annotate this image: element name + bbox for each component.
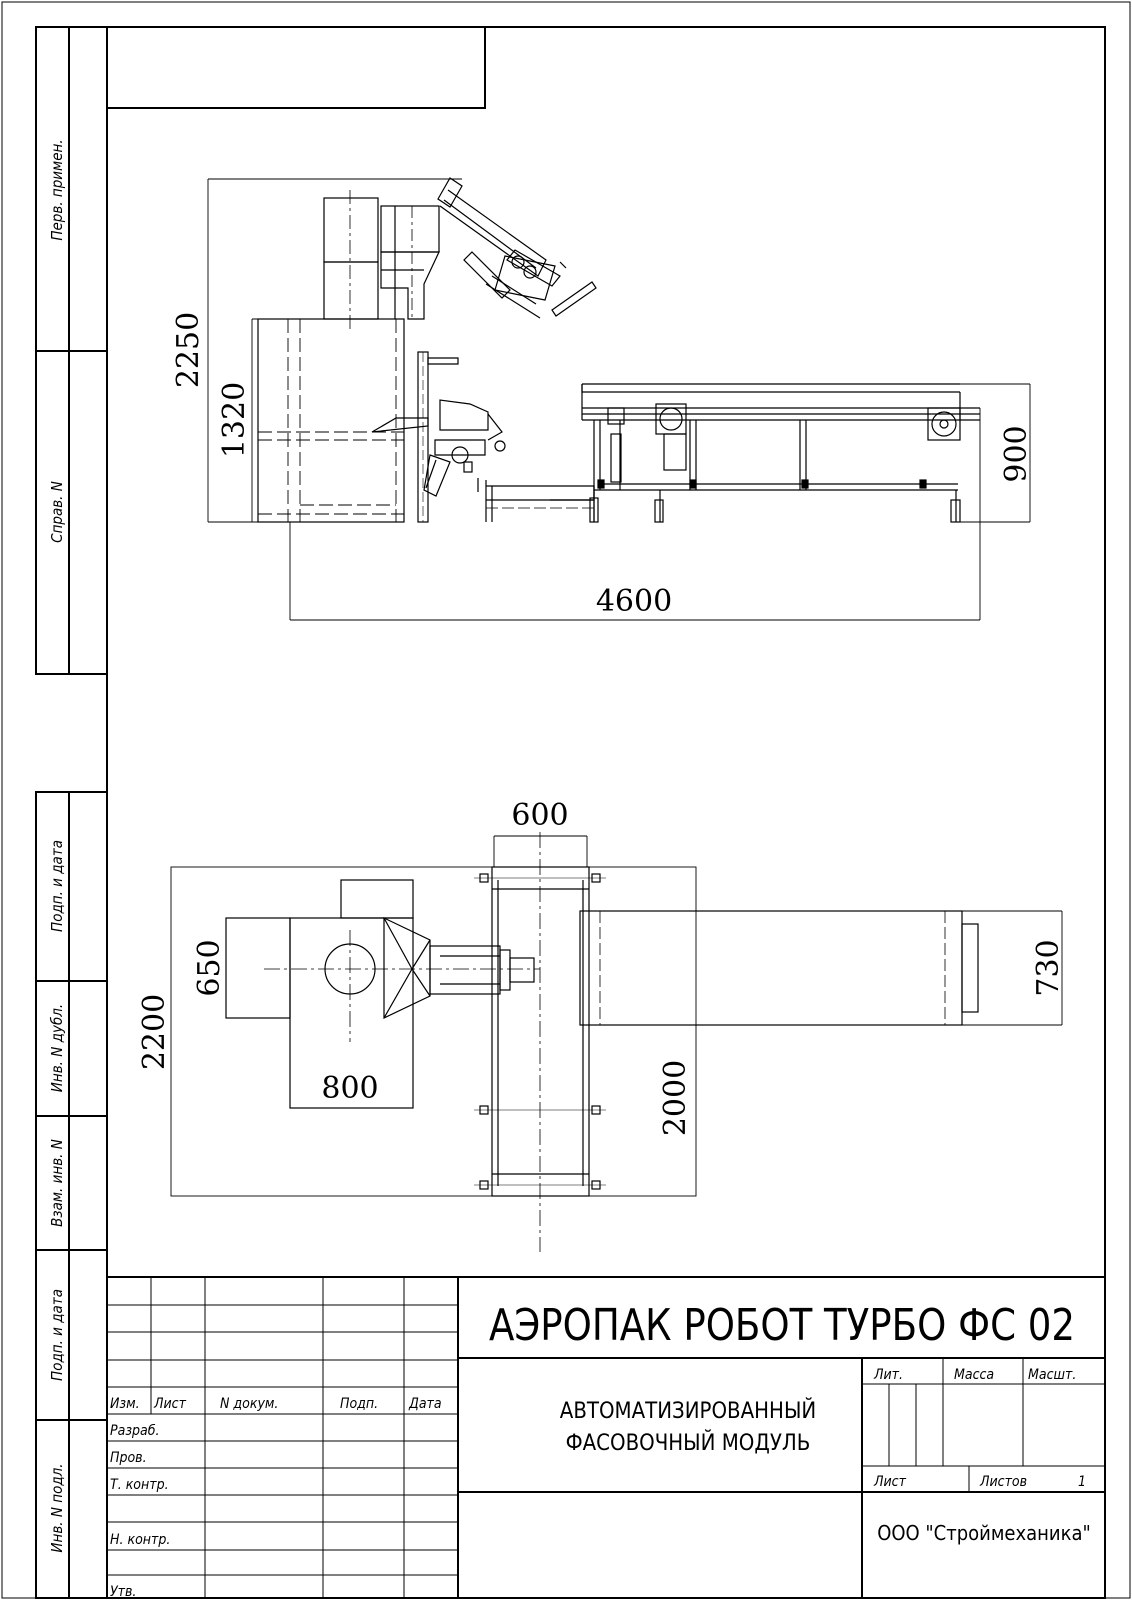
company-name: ООО "Строймеханика" bbox=[877, 1521, 1091, 1545]
label-massa: Масса bbox=[954, 1367, 994, 1383]
main-cabinet bbox=[257, 318, 405, 523]
product-name-line1: АВТОМАТИЗИРОВАННЫЙ bbox=[560, 1398, 816, 1424]
header-data: Дата bbox=[408, 1396, 442, 1412]
side-strip bbox=[35, 26, 108, 1599]
dim-2250: 2250 bbox=[171, 312, 206, 388]
header-n-dokum: N докум. bbox=[220, 1396, 278, 1412]
product-name-line2: ФАСОВОЧНЫЙ МОДУЛЬ bbox=[566, 1430, 811, 1456]
dim-1320: 1320 bbox=[217, 382, 252, 458]
dosing-station-plan bbox=[225, 879, 540, 1109]
belt-conveyor-side bbox=[581, 383, 980, 523]
header-list: Лист bbox=[153, 1396, 187, 1412]
title-block bbox=[107, 1276, 1105, 1598]
inclined-feeder bbox=[437, 177, 597, 319]
transverse-conveyor-plan bbox=[474, 832, 606, 1252]
label-masht: Масшт. bbox=[1028, 1367, 1076, 1383]
row-t-kontr: Т. контр. bbox=[110, 1477, 169, 1493]
dim-730: 730 bbox=[1031, 939, 1066, 996]
sheets-value: 1 bbox=[1078, 1474, 1086, 1490]
bag-support-conveyor bbox=[485, 480, 599, 523]
dim-600: 600 bbox=[511, 798, 568, 833]
row-razrab: Разраб. bbox=[110, 1423, 160, 1439]
row-utv: Утв. bbox=[110, 1584, 136, 1600]
dim-800: 800 bbox=[321, 1071, 378, 1106]
label-podp-data-top: Подп. и дата bbox=[48, 840, 66, 932]
plan-view: 600 2200 650 800 2000 730 bbox=[137, 798, 1066, 1252]
belt-conveyor-plan bbox=[579, 910, 979, 1026]
plan-view-dimensions bbox=[170, 835, 1063, 1197]
side-view-dimensions bbox=[207, 178, 1031, 621]
label-sheet: Лист bbox=[873, 1474, 907, 1490]
dim-900: 900 bbox=[999, 425, 1034, 482]
dim-650: 650 bbox=[192, 939, 227, 996]
label-inv-n-dubl: Инв. N дубл. bbox=[48, 1004, 66, 1092]
row-prov: Пров. bbox=[110, 1450, 147, 1466]
side-view: 2250 1320 900 4600 bbox=[171, 177, 1034, 621]
label-sprav-n: Справ. N bbox=[48, 481, 66, 543]
drawing-title: АЭРОПАК РОБОТ ТУРБО ФС 02 bbox=[489, 1300, 1075, 1351]
header-podp: Подп. bbox=[340, 1396, 378, 1412]
header-izm: Изм. bbox=[110, 1396, 140, 1412]
label-sheets: Листов bbox=[979, 1474, 1027, 1490]
dosing-hopper bbox=[323, 190, 440, 330]
label-lit: Лит. bbox=[873, 1367, 903, 1383]
dim-4600: 4600 bbox=[596, 584, 672, 619]
label-vzam-inv-n: Взам. инв. N bbox=[48, 1139, 66, 1227]
bagging-unit bbox=[371, 351, 506, 523]
row-n-kontr: Н. контр. bbox=[110, 1532, 170, 1548]
dim-2200: 2200 bbox=[137, 994, 172, 1070]
label-perv-primen: Перв. примен. bbox=[48, 139, 66, 240]
label-podp-data-bottom: Подп. и дата bbox=[48, 1289, 66, 1381]
dim-2000: 2000 bbox=[658, 1060, 693, 1136]
label-inv-n-podl: Инв. N подл. bbox=[48, 1463, 66, 1552]
